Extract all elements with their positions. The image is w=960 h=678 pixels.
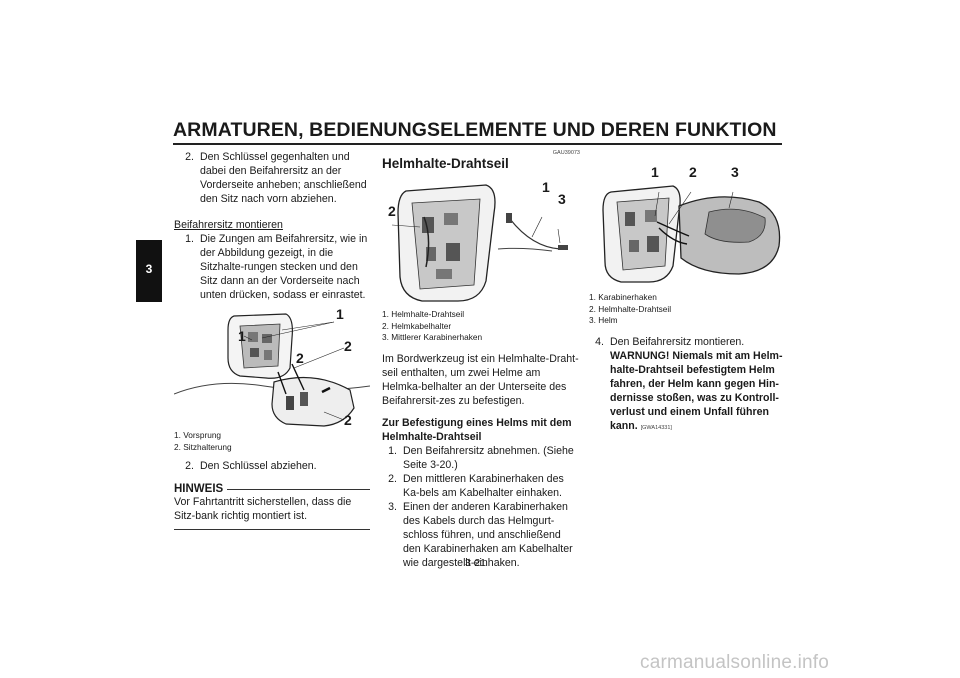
step-text-plain: Den Beifahrersitz montieren.: [610, 335, 745, 348]
helmet-cable-illustration: [391, 184, 568, 302]
list-item: 1. Den Beifahrersitz abnehmen. (Siehe Se…: [382, 444, 580, 472]
step-text: Einen der anderen Karabinerhaken des Kab…: [403, 500, 573, 569]
column-3: 1 2 3 1. Karabinerhaken 2. Helmhalte-Dra…: [589, 150, 785, 435]
section-heading: Helmhalte-Drahtseil: [382, 156, 509, 171]
callout-1: 1: [238, 328, 246, 344]
figure-caption: 2. Sitzhalterung: [174, 441, 232, 452]
step-text: Den Beifahrersitz montieren. WARNUNG! Ni…: [610, 335, 785, 435]
step-number: 2.: [388, 472, 397, 485]
callout-1: 1: [336, 306, 344, 322]
callout-3: 3: [731, 164, 739, 180]
warning-text: WARNUNG! Niemals mit am Helm-halte-Draht…: [610, 349, 783, 432]
step-number: 1.: [185, 233, 194, 245]
list-item: 4. Den Beifahrersitz montieren. WARNUNG!…: [589, 335, 785, 435]
figure-caption: 3. Mittlerer Karabinerhaken: [382, 332, 483, 342]
callout-2: 2: [388, 203, 396, 219]
note-header: HINWEIS: [174, 483, 370, 495]
note-text: Vor Fahrtantritt sicherstellen, dass die…: [174, 496, 352, 522]
figure-helmet-attached: 1 2 3: [589, 162, 785, 292]
figure-caption: 1. Vorsprung: [174, 430, 222, 440]
step-text: Den mittleren Karabinerhaken des Ka-bels…: [403, 472, 564, 499]
step-number: 1.: [388, 444, 397, 457]
chapter-tab: [136, 240, 162, 302]
section-heading-mount: Beifahrersitz montieren: [174, 219, 283, 231]
list-item: 3. Einen der anderen Karabinerhaken des …: [382, 500, 580, 570]
step-number: 3.: [388, 500, 397, 513]
list-item: 2. Den Schlüssel gegenhalten und dabei d…: [174, 150, 370, 206]
figure-caption: 1. Karabinerhaken: [589, 292, 657, 302]
figure-caption: 2. Helmhalte-Drahtseil: [589, 303, 672, 314]
step-number: 4.: [595, 335, 604, 348]
watermark: carmanualsonline.info: [640, 652, 830, 673]
section-code: GAU39073: [552, 150, 580, 156]
callout-2: 2: [689, 164, 697, 180]
step-number: 2.: [185, 460, 194, 472]
callout-2: 2: [296, 350, 304, 366]
list-item: 1. Die Zungen am Beifahrersitz, wie in d…: [174, 232, 370, 302]
step-text: Den Schlüssel gegenhalten und dabei den …: [200, 151, 367, 205]
page-number: 3-21: [465, 557, 487, 569]
warning-code: [GWA14331]: [640, 424, 672, 431]
note-label: HINWEIS: [174, 483, 224, 495]
step-text: Den Schlüssel abziehen.: [200, 460, 317, 472]
note-line: [227, 488, 370, 490]
step-text: Die Zungen am Beifahrersitz, wie in der …: [200, 233, 368, 301]
column-1: 2. Den Schlüssel gegenhalten und dabei d…: [173, 150, 371, 530]
callout-2: 2: [344, 338, 352, 354]
step-text: Den Beifahrersitz abnehmen. (Siehe Seite…: [403, 444, 574, 471]
callout-1: 1: [542, 179, 550, 195]
list-item: 2. Den Schlüssel abziehen.: [174, 459, 370, 473]
sub-heading: Zur Befestigung eines Helms mit dem Helm…: [382, 416, 572, 443]
note-end-rule: [174, 529, 370, 530]
chapter-tab-number: 3: [145, 262, 153, 276]
title-rule: [173, 143, 782, 145]
column-2: GAU39073 Helmhalte-Drahtseil 2 1 3 1. He…: [382, 150, 580, 570]
seat-mounting-illustration: [173, 313, 371, 427]
figure-seat-mounting: 1 1 2 2 2: [173, 306, 371, 430]
figure-caption: 2. Helmkabelhalter: [382, 320, 452, 331]
list-item: 2. Den mittleren Karabinerhaken des Ka-b…: [382, 472, 580, 500]
callout-3: 3: [558, 191, 566, 207]
figure-caption: 1. Helmhalte-Drahtseil: [382, 309, 465, 319]
step-number: 2.: [185, 151, 194, 163]
page-title: ARMATUREN, BEDIENUNGSELEMENTE UND DEREN …: [173, 119, 777, 141]
figure-caption: 3. Helm: [589, 315, 618, 325]
helmet-attached-illustration: [602, 185, 781, 283]
body-paragraph: Im Bordwerkzeug ist ein Helmhalte-Draht-…: [382, 352, 579, 407]
callout-1: 1: [651, 164, 659, 180]
figure-helmet-cable: 2 1 3: [382, 177, 580, 309]
callout-2: 2: [344, 412, 352, 428]
